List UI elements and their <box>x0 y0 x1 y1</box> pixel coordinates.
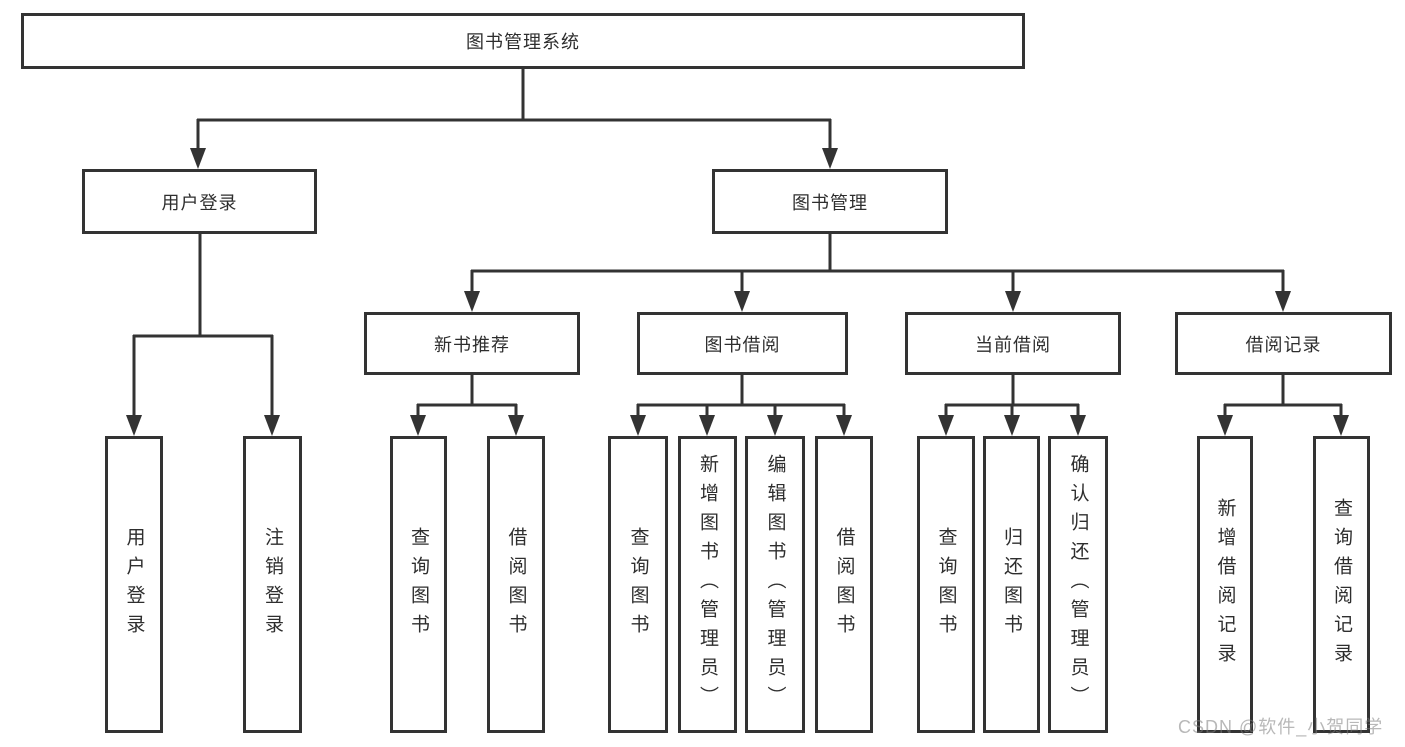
node-book-management: 图书管理 <box>712 169 948 234</box>
node-label: 图书管理 <box>792 192 868 213</box>
node-label: 查询借阅记录 <box>1331 497 1352 672</box>
node-label: 借阅记录 <box>1245 334 1322 355</box>
node-label: 用户登录 <box>161 192 238 213</box>
node-label: 注销登录 <box>262 526 283 643</box>
node-label: 归还图书 <box>1001 526 1022 643</box>
node-current-query-book: 查询图书 <box>917 436 975 733</box>
node-borrow-borrow-book: 借阅图书 <box>815 436 873 733</box>
node-record-query: 查询借阅记录 <box>1313 436 1370 733</box>
node-label: 图书借阅 <box>704 334 781 355</box>
node-borrow-record: 借阅记录 <box>1175 312 1392 375</box>
node-label: 查询图书 <box>935 526 957 643</box>
node-label: 用户登录 <box>123 526 145 643</box>
node-recommend-query-book: 查询图书 <box>390 436 447 733</box>
node-recommend-borrow-book: 借阅图书 <box>487 436 545 733</box>
node-label: 新书推荐 <box>434 334 510 355</box>
node-borrow-add-book: 新增图书（管理员） <box>678 436 737 733</box>
node-label: 编辑图书（管理员） <box>764 454 786 715</box>
node-user-login-action: 用户登录 <box>105 436 163 733</box>
csdn-watermark: CSDN @软件_小贺同学 <box>1178 717 1384 737</box>
node-user-login: 用户登录 <box>82 169 317 234</box>
node-label: 借阅图书 <box>833 526 855 643</box>
node-label: 借阅图书 <box>505 526 527 643</box>
node-borrow-edit-book: 编辑图书（管理员） <box>745 436 805 733</box>
node-record-add: 新增借阅记录 <box>1197 436 1253 733</box>
node-borrow-query-book: 查询图书 <box>608 436 668 733</box>
node-current-return-book: 归还图书 <box>983 436 1040 733</box>
node-label: 图书管理系统 <box>466 32 580 52</box>
node-book-borrow: 图书借阅 <box>637 312 848 375</box>
node-new-book-recommend: 新书推荐 <box>364 312 580 375</box>
node-current-confirm-return: 确认归还（管理员） <box>1048 436 1108 733</box>
node-root: 图书管理系统 <box>21 13 1025 69</box>
node-label: 查询图书 <box>408 526 429 643</box>
node-current-borrow: 当前借阅 <box>905 312 1121 375</box>
node-label: 新增借阅记录 <box>1214 497 1236 672</box>
node-label: 查询图书 <box>627 526 649 643</box>
node-label: 确认归还（管理员） <box>1067 454 1089 715</box>
node-label: 当前借阅 <box>975 334 1051 355</box>
node-logout-action: 注销登录 <box>243 436 302 733</box>
node-label: 新增图书（管理员） <box>697 454 718 715</box>
